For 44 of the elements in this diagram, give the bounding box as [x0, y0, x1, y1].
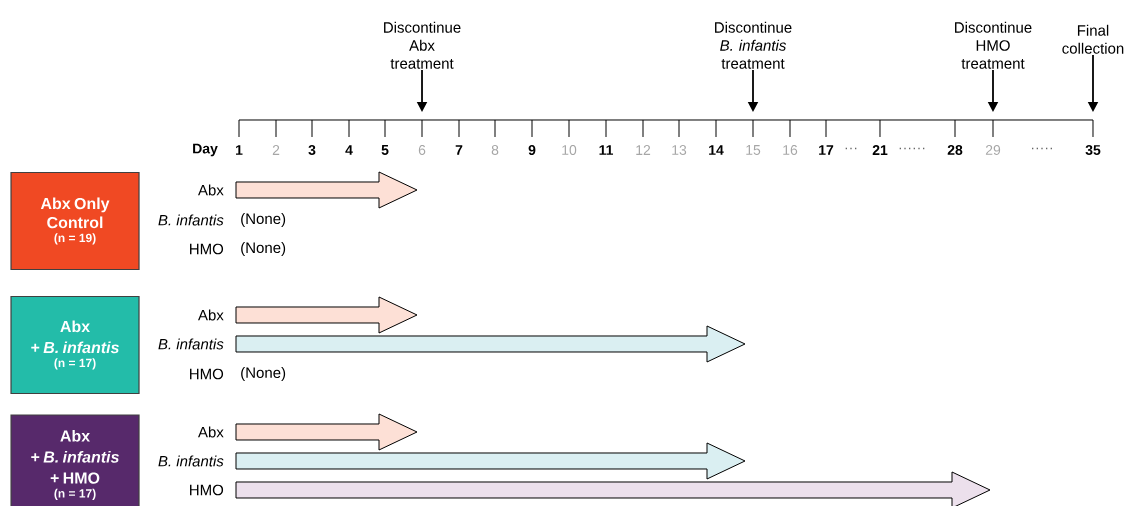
treatment-label: B. infantis	[158, 455, 224, 467]
day-number: 14	[709, 145, 724, 155]
day-number: 2	[272, 145, 280, 155]
treatment-label: HMO	[190, 368, 224, 380]
none-label: (None)	[241, 242, 286, 256]
day-number: 8	[491, 145, 499, 155]
treatment-label: Abx	[198, 426, 224, 438]
day-number: 11	[599, 145, 613, 155]
treatment-label: HMO	[190, 243, 224, 255]
day-number: 9	[528, 145, 536, 155]
treatment-label: B. infantis	[158, 214, 224, 226]
none-label: (None)	[241, 367, 286, 381]
day-number: 5	[381, 145, 389, 155]
day-number: 4	[345, 145, 353, 155]
treatment-label: Abx	[198, 184, 224, 196]
group-box: Abx Only Control (n = 19)	[10, 171, 140, 271]
day-number: 28	[947, 145, 963, 155]
day-number: 12	[636, 145, 651, 155]
day-number: 29	[985, 145, 1001, 155]
day-number: 6	[418, 145, 426, 155]
ellipsis: ·····	[1032, 147, 1052, 150]
day-number: 16	[783, 145, 798, 155]
day-number: 21	[872, 145, 888, 155]
day-number: 13	[672, 145, 687, 155]
day-number: 10	[562, 145, 577, 155]
treatment-label: HMO	[190, 484, 224, 496]
group-box: Abx + B. infantis (n = 17)	[10, 295, 140, 395]
treatment-label: Abx	[198, 309, 224, 321]
treatment-label: B. infantis	[158, 338, 224, 350]
event-label: Final collection	[1062, 24, 1124, 54]
event-label: Discontinue HMO treatment	[955, 21, 1032, 69]
event-label: Discontinue Abx treatment	[384, 21, 461, 69]
day-number: 17	[819, 145, 834, 155]
day-number: 1	[236, 145, 243, 155]
none-label: (None)	[241, 213, 286, 227]
day-number: 7	[455, 145, 463, 155]
day-number: 3	[308, 145, 316, 155]
group-box: Abx + B. infantis + HMO (n = 17)	[10, 414, 140, 506]
axis-title: Day	[193, 143, 218, 157]
ellipsis: ······	[899, 147, 925, 150]
event-label: Discontinue B. infantis treatment	[715, 21, 792, 69]
ellipsis: ···	[845, 147, 857, 150]
day-number: 35	[1085, 145, 1101, 155]
day-number: 15	[746, 145, 761, 155]
